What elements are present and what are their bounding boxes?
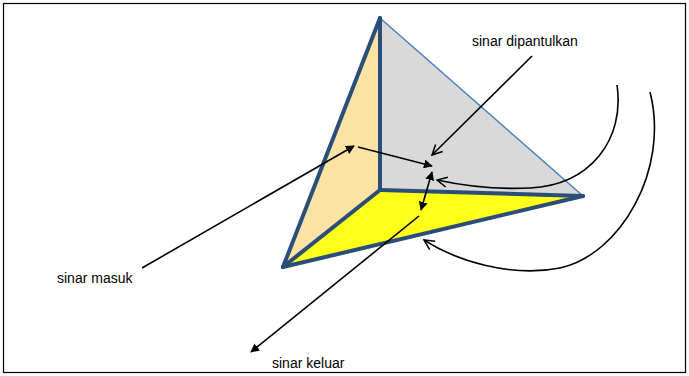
ray-label: sinar keluar <box>270 355 346 371</box>
thin-edge <box>380 18 583 196</box>
light-rays <box>142 56 654 352</box>
ray-label: sinar masuk <box>55 270 134 286</box>
ray-label: sinar dipantulkan <box>470 33 580 49</box>
back-face <box>380 18 583 196</box>
thick-edges <box>283 18 583 267</box>
frame <box>4 4 686 373</box>
bottom-face <box>283 190 583 267</box>
